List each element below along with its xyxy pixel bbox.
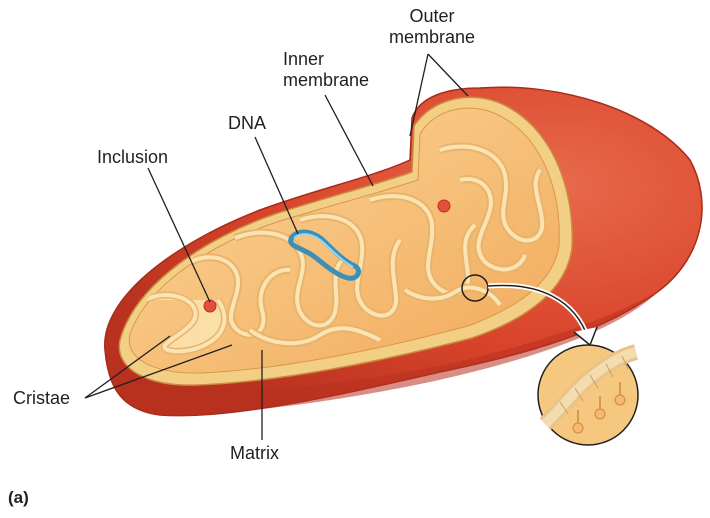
- label-inclusion: Inclusion: [97, 147, 169, 167]
- label-outer-membrane: Outer membrane: [388, 6, 476, 47]
- magnify-source: [461, 274, 489, 302]
- cristae-group: [143, 142, 547, 355]
- label-dna: DNA: [228, 113, 267, 133]
- inclusion-granule: [203, 299, 217, 313]
- outer-shadow: [115, 290, 660, 414]
- label-cristae: Cristae: [13, 388, 71, 408]
- panel-label: (a): [8, 488, 29, 507]
- inset-membrane: [539, 344, 639, 434]
- label-matrix: Matrix: [230, 443, 279, 463]
- label-inner-membrane: Inner membrane: [283, 49, 370, 90]
- dna-strand: [288, 229, 361, 281]
- inclusion-granule-2: [437, 199, 451, 213]
- leader-lines: [84, 53, 469, 440]
